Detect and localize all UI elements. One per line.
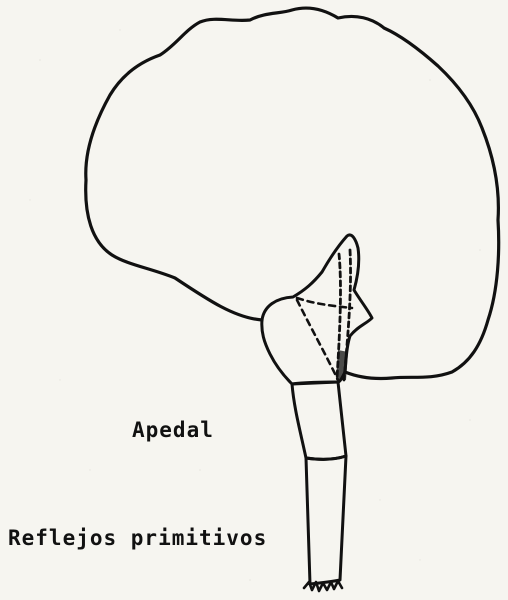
label-reflejos-primitivos: Reflejos primitivos: [8, 526, 267, 550]
cord-end-fray: [304, 581, 342, 591]
paper-texture: [29, 29, 481, 581]
brainstem-bulb: [262, 235, 372, 384]
brainstem-dashed-horizontal: [297, 298, 352, 308]
brainstem-dashed-vertical: [297, 300, 338, 380]
spinal-segment-2: [306, 456, 346, 584]
label-apedal: Apedal: [132, 418, 214, 442]
spinal-segment-1: [292, 382, 346, 459]
brainstem-shading: [336, 350, 348, 380]
cerebrum-outline: [86, 8, 499, 379]
